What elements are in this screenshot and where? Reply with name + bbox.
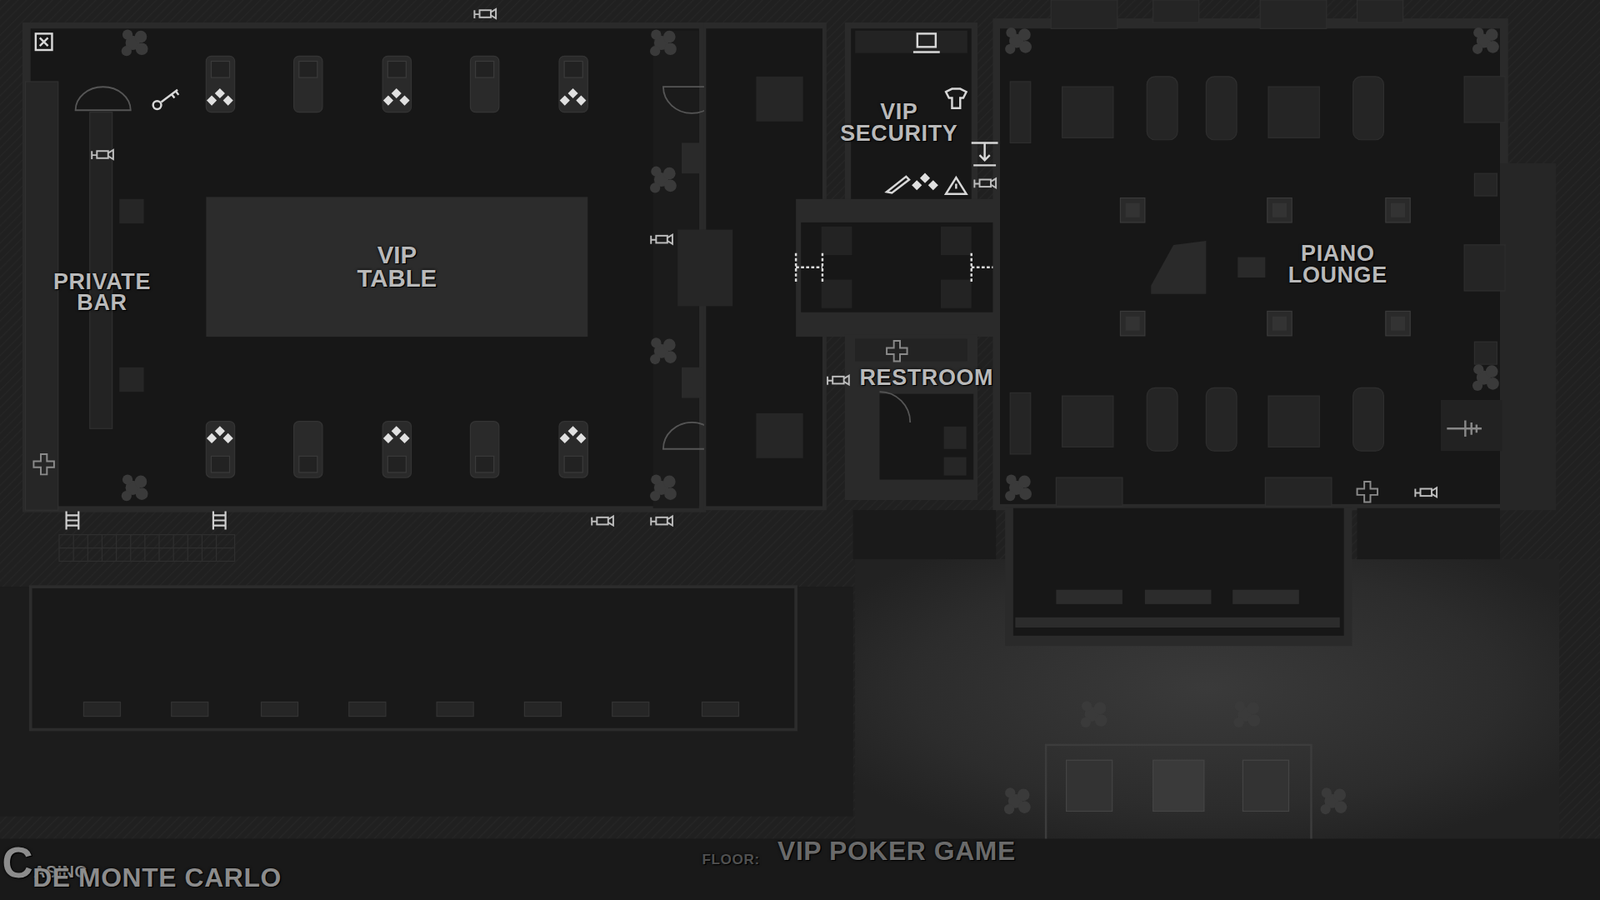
room-label: PRIVATE BAR bbox=[35, 271, 169, 315]
floor-caption: FLOOR: bbox=[701, 853, 760, 867]
level-title: DE MONTE CARLO bbox=[32, 865, 282, 890]
floor-name: VIP POKER GAME bbox=[777, 839, 1016, 865]
table-label: VIP TABLE bbox=[340, 243, 454, 290]
room-label: VIP SECURITY bbox=[822, 101, 976, 145]
table-box: VIP TABLE bbox=[205, 196, 588, 337]
room-label: RESTROOM bbox=[845, 367, 1009, 390]
room-label: PIANO LOUNGE bbox=[1265, 244, 1410, 287]
